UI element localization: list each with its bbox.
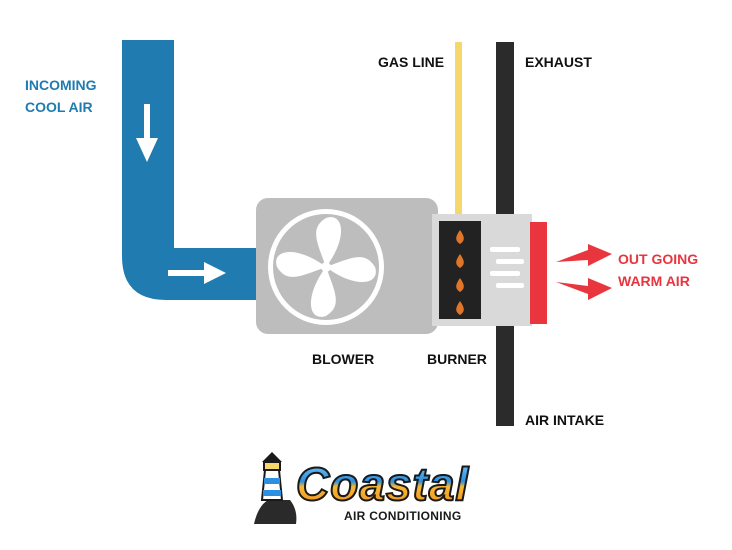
logo-subtitle: AIR CONDITIONING xyxy=(344,509,462,523)
right-arrow-icon xyxy=(168,262,226,284)
warm-air-outlet xyxy=(530,222,547,324)
flame-icon xyxy=(456,230,464,315)
air-intake-label: AIR INTAKE xyxy=(525,412,605,428)
blower-label: BLOWER xyxy=(312,351,375,367)
exhaust-label: EXHAUST xyxy=(525,54,592,70)
outgoing-label-line-2: WARM AIR xyxy=(618,273,690,289)
gas-line-pipe xyxy=(455,42,462,220)
outgoing-warm-air-label: OUT GOING WARM AIR xyxy=(618,248,698,292)
lighthouse-icon xyxy=(254,452,297,524)
incoming-label-line-2: COOL AIR xyxy=(25,99,93,115)
outgoing-arrow-icon xyxy=(556,244,612,300)
down-arrow-icon xyxy=(136,104,158,162)
fan-icon xyxy=(268,209,384,325)
heat-exchanger-fins xyxy=(490,247,524,288)
gas-line-label: GAS LINE xyxy=(378,54,445,70)
incoming-label-line-1: INCOMING xyxy=(25,77,97,93)
outgoing-label-line-1: OUT GOING xyxy=(618,251,699,267)
logo-wordmark: Coastal xyxy=(295,457,470,511)
incoming-air-duct xyxy=(122,40,258,300)
burner-label: BURNER xyxy=(427,351,487,367)
incoming-cool-air-label: INCOMING COOL AIR xyxy=(25,74,97,118)
